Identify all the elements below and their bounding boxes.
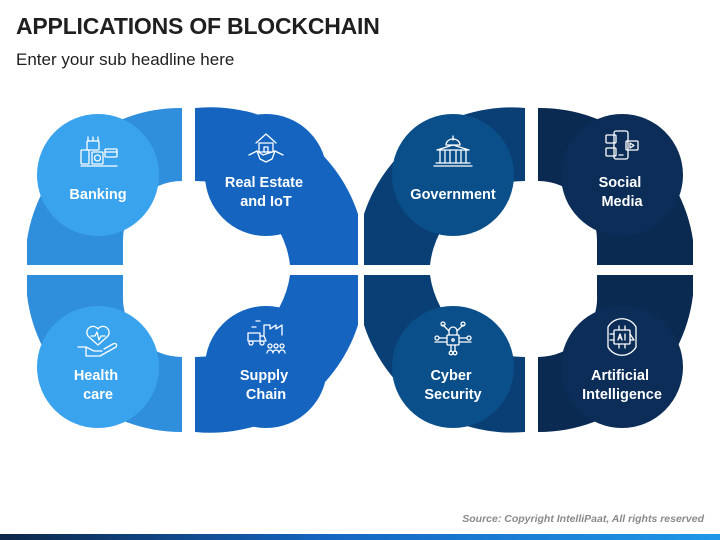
node-government-label: Government [410,187,496,203]
node-social-media-label: Social Media [599,175,646,210]
handshake-house-icon [248,133,284,163]
node-healthcare-circle [37,306,159,428]
node-healthcare: Health care [37,306,159,428]
node-real-estate: Real Estate and IoT [205,114,327,236]
node-healthcare-label: Health care [74,368,122,403]
lock-network-icon [434,321,472,356]
node-ai: Artificial Intelligence [561,306,683,428]
node-social-media: Social Media [561,114,683,236]
bottom-accent-bar [0,534,720,540]
node-cyber-security-label: Cyber Security [424,368,481,403]
node-banking: Banking [37,114,159,236]
node-cyber-security: Cyber Security [392,306,514,428]
node-banking-circle [37,114,159,236]
node-group: Banking Real Estate and IoT [37,114,683,428]
node-social-media-circle [561,114,683,236]
node-supply-chain-circle [205,306,327,428]
node-real-estate-label: Real Estate and IoT [225,175,307,210]
node-supply-chain: Supply Chain [205,306,327,428]
government-building-icon [433,135,473,167]
heart-hand-icon [77,325,118,357]
node-supply-chain-label: Supply Chain [240,368,292,403]
node-banking-label: Banking [69,187,126,203]
page-subtitle: Enter your sub headline here [16,50,235,69]
ai-chip-icon [607,318,637,356]
node-ai-circle [561,306,683,428]
node-government-circle [392,114,514,236]
node-ai-label: Artificial Intelligence [582,368,662,403]
supply-chain-icon [247,320,286,354]
node-government: Government [392,114,514,236]
social-media-icon [605,130,639,160]
node-cyber-security-circle [392,306,514,428]
banking-icon [80,136,118,167]
source-credit: Source: Copyright IntelliPaat, All right… [462,513,704,525]
page-title: APPLICATIONS OF BLOCKCHAIN [16,13,380,39]
node-real-estate-circle [205,114,327,236]
